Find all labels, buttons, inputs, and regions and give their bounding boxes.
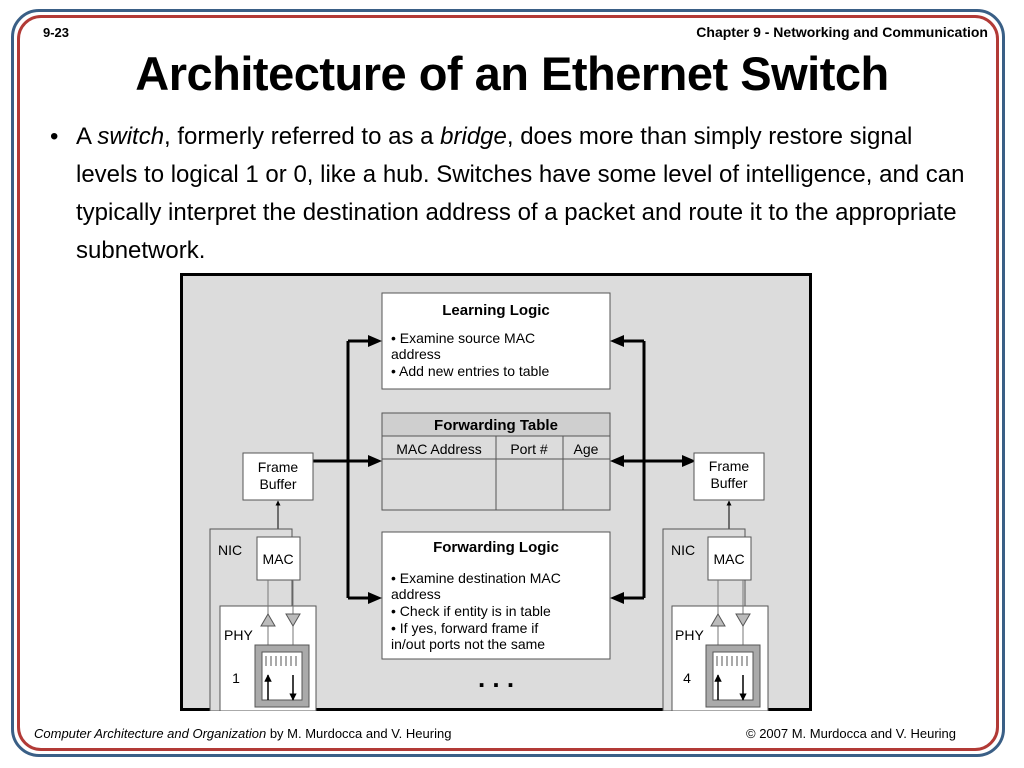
footer-copyright: © 2007 M. Murdocca and V. Heuring	[746, 726, 956, 741]
right-frame-buffer-line-1: Frame	[709, 458, 750, 474]
left-tx-triangle	[260, 613, 276, 627]
left-port-number: 1	[232, 670, 240, 686]
forwarding-logic-line-4: • If yes, forward frame if	[391, 620, 538, 636]
right-rx-triangle	[735, 613, 751, 627]
right-port: Frame Buffer NIC MAC PHY 4	[662, 452, 769, 711]
learning-logic-box: Learning Logic • Examine source MAC addr…	[381, 292, 611, 390]
footer-book-title: Computer Architecture and Organization	[34, 726, 267, 741]
forwarding-logic-line-3: • Check if entity is in table	[391, 603, 551, 619]
forwarding-table: Forwarding Table MAC Address Port # Age	[381, 412, 611, 511]
chapter-title: Chapter 9 - Networking and Communication	[696, 24, 988, 40]
learning-logic-line-2: address	[391, 346, 441, 362]
forwarding-logic-line-5: in/out ports not the same	[391, 636, 545, 652]
forwarding-logic-line-1: • Examine destination MAC	[391, 570, 561, 586]
left-rx-triangle	[285, 613, 301, 627]
forwarding-table-title: Forwarding Table	[434, 417, 558, 434]
right-bus-arrows	[610, 335, 696, 604]
right-mac-box	[707, 536, 752, 581]
slide-frame-inner	[17, 15, 999, 751]
footer-authors: by M. Murdocca and V. Heuring	[266, 726, 452, 741]
bullet-text: A switch, formerly referred to as a brid…	[76, 118, 966, 270]
bullet-term-switch: switch	[97, 123, 165, 150]
right-port-number: 4	[683, 670, 691, 686]
forwarding-logic-title: Forwarding Logic	[433, 539, 559, 556]
forwarding-logic-box: Forwarding Logic • Examine destination M…	[381, 531, 611, 660]
learning-logic-line-3: • Add new entries to table	[391, 363, 549, 379]
column-age: Age	[574, 441, 599, 457]
ethernet-switch-diagram: Learning Logic • Examine source MAC addr…	[180, 273, 812, 711]
slide-frame-outer	[11, 9, 1005, 757]
bullet-text-1: A	[76, 123, 98, 150]
left-mac-label: MAC	[262, 551, 293, 567]
right-phy-label: PHY	[675, 627, 704, 643]
left-rj45-jack	[254, 644, 310, 708]
learning-logic-line-1: • Examine source MAC	[391, 330, 535, 346]
right-bus	[622, 339, 686, 600]
left-phy-label: PHY	[224, 627, 253, 643]
ellipsis: . . .	[478, 663, 514, 693]
footer-book-credit: Computer Architecture and Organization b…	[34, 726, 451, 741]
slide-number: 9-23	[43, 25, 70, 40]
column-mac-address: MAC Address	[396, 441, 482, 457]
left-port: Frame Buffer NIC MAC PHY 1	[209, 452, 317, 711]
bullet-text-2: , formerly referred to as a	[164, 123, 441, 150]
left-frame-buffer-line-2: Buffer	[259, 476, 296, 492]
right-mac-label: MAC	[713, 551, 744, 567]
right-tx-triangle	[710, 613, 726, 627]
right-nic-label: NIC	[671, 542, 695, 558]
column-port: Port #	[510, 441, 548, 457]
bullet-dot: •	[50, 123, 59, 150]
bullet-term-bridge: bridge	[440, 123, 507, 150]
learning-logic-title: Learning Logic	[442, 302, 550, 319]
right-rj45-jack	[705, 644, 761, 708]
left-mac-box	[256, 536, 301, 581]
left-nic-label: NIC	[218, 542, 242, 558]
left-frame-buffer-line-1: Frame	[258, 459, 299, 475]
right-frame-buffer	[693, 452, 765, 501]
right-frame-buffer-line-2: Buffer	[710, 475, 747, 491]
left-frame-buffer	[242, 452, 314, 501]
bullet-text-3: , does more than simply restore signal l…	[76, 123, 965, 264]
slide-title: Architecture of an Ethernet Switch	[135, 47, 889, 100]
forwarding-logic-line-2: address	[391, 586, 441, 602]
